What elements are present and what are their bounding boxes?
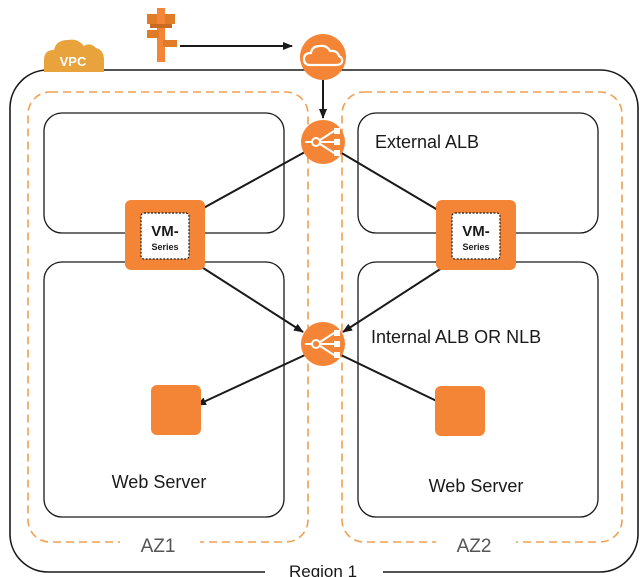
- az1-boundary: [27, 91, 309, 543]
- fw2-text-line2: Series: [462, 242, 489, 252]
- fw2-to-internal-lb-arrow: [342, 265, 446, 333]
- route53-icon: [147, 8, 177, 62]
- web-server-1-label: Web Server: [112, 472, 207, 492]
- web-server-2-label: Web Server: [429, 476, 524, 496]
- vpc-cloud-icon: VPC: [44, 39, 104, 72]
- external-alb-icon: [301, 120, 345, 164]
- internal-lb-icon: [301, 322, 345, 366]
- region-label: Region 1: [289, 562, 357, 577]
- internal-lb-to-server2-arrow: [340, 354, 446, 406]
- internet-gateway-icon: [300, 34, 346, 80]
- web-server-1-icon: [151, 385, 201, 435]
- web-server-2-icon: [435, 386, 485, 436]
- vm-series-firewall-2-icon: VM- Series: [436, 200, 516, 270]
- fw1-text-line1: VM-: [151, 223, 179, 240]
- vm-series-firewall-1-icon: VM- Series: [125, 200, 205, 270]
- az2-label: AZ2: [457, 536, 492, 557]
- internal-lb-to-server1-arrow: [196, 354, 306, 406]
- internal-lb-label: Internal ALB OR NLB: [371, 327, 541, 347]
- fw2-text-line1: VM-: [462, 223, 490, 240]
- az1-label: AZ1: [141, 536, 176, 557]
- fw1-to-internal-lb-arrow: [199, 265, 304, 333]
- external-alb-label: External ALB: [375, 132, 479, 152]
- vpc-badge-label: VPC: [60, 54, 87, 69]
- fw1-text-line2: Series: [151, 242, 178, 252]
- az2-boundary: [341, 91, 623, 543]
